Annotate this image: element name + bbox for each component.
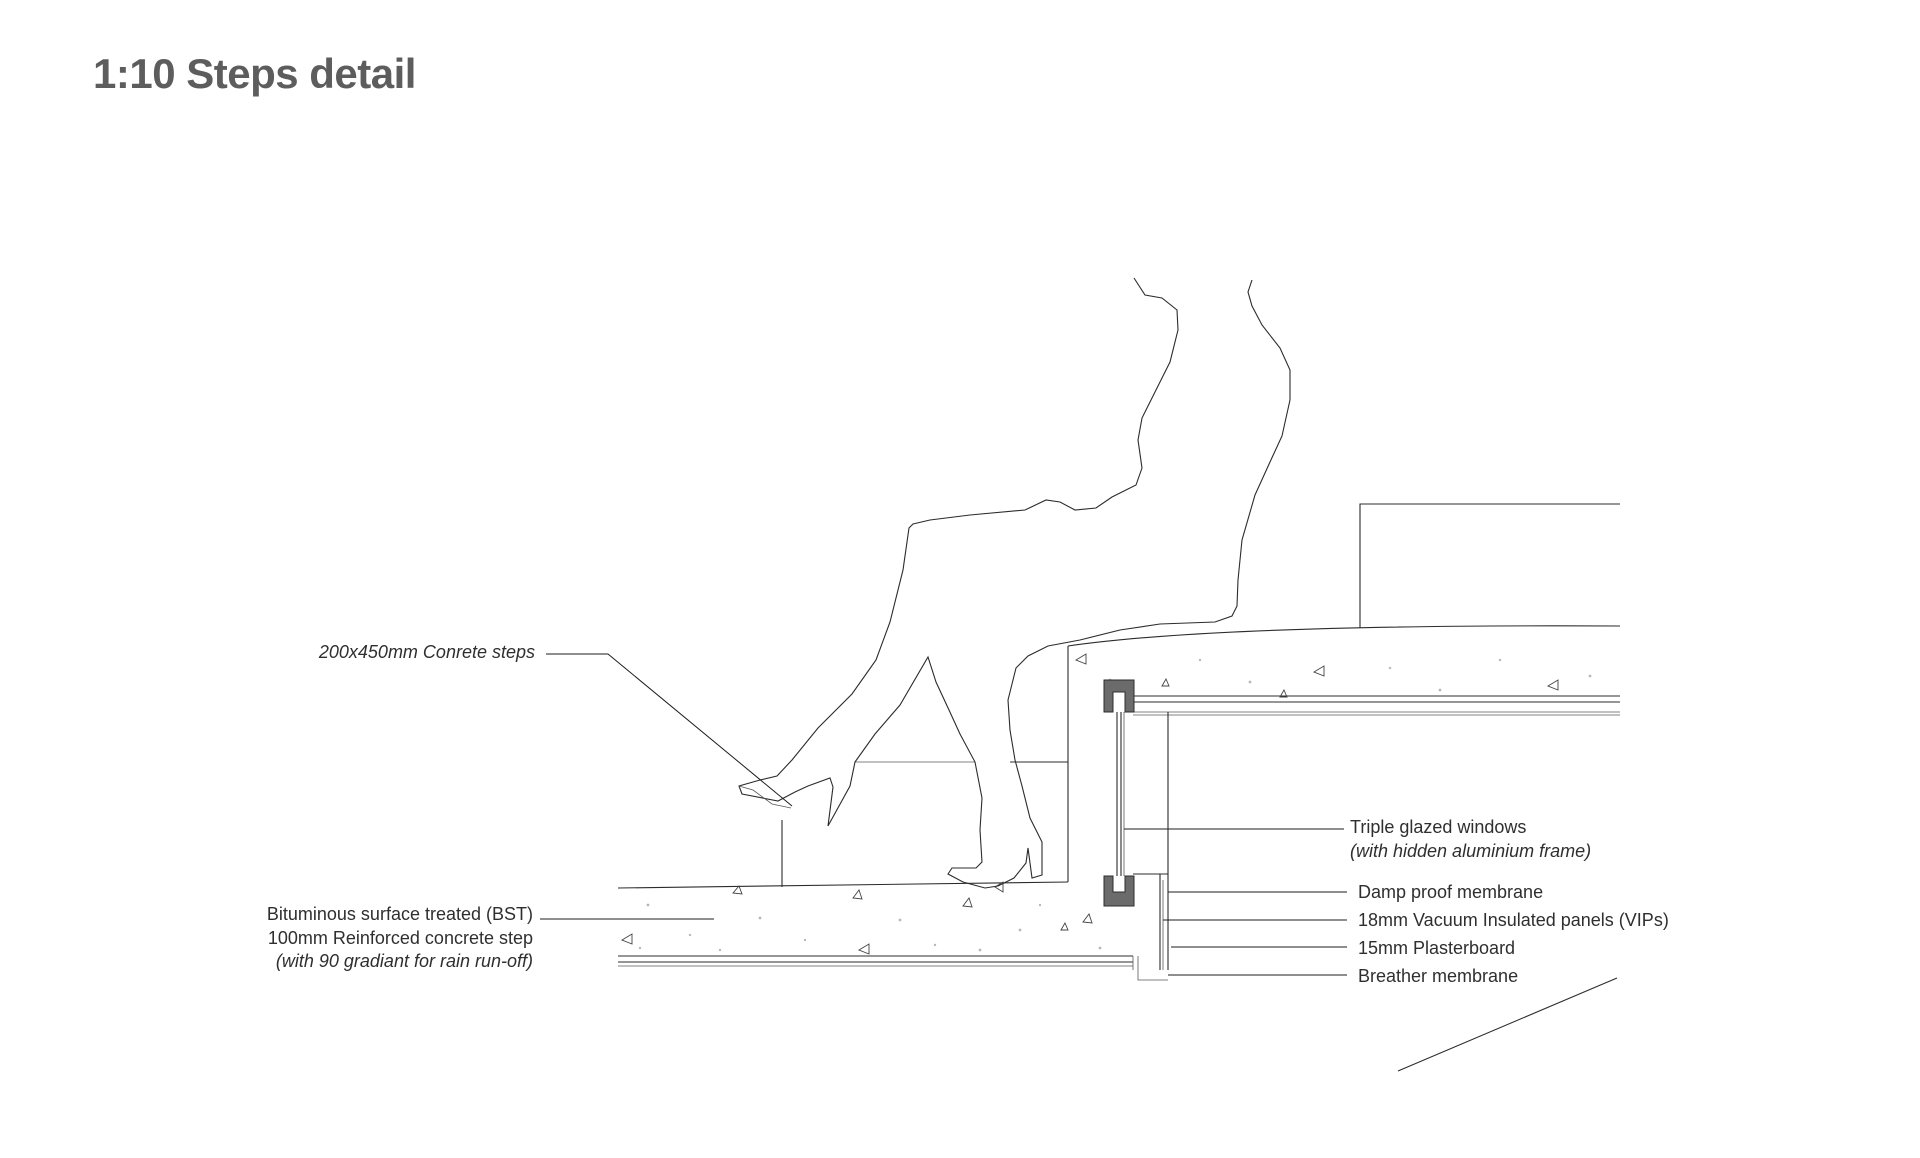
- seated-figure-outline: [738, 277, 1291, 889]
- upper-concrete-slab: [1067, 503, 1621, 716]
- label-bst: Bituminous surface treated (BST): [267, 904, 533, 924]
- window-wall-build-up: [1116, 712, 1169, 981]
- label-plasterboard: 15mm Plasterboard: [1358, 938, 1515, 958]
- label-concrete-steps: 200x450mm Conrete steps: [318, 642, 535, 662]
- figure-shoe-detail: [738, 785, 792, 809]
- annotation-labels: 200x450mm Conrete steps Bituminous surfa…: [267, 642, 1669, 986]
- ground-break-line: [1397, 977, 1618, 1072]
- aluminium-frame-bottom: [1103, 875, 1135, 907]
- concrete-step-block: [781, 761, 1068, 887]
- leader-concrete-steps: [546, 653, 793, 807]
- leader-lines: [540, 653, 1347, 976]
- label-vip-panels: 18mm Vacuum Insulated panels (VIPs): [1358, 910, 1669, 930]
- drawing-title: 1:10 Steps detail: [93, 50, 416, 97]
- lower-concrete-slab: [617, 698, 1134, 970]
- label-hidden-frame: (with hidden aluminium frame): [1350, 841, 1591, 861]
- label-breather: Breather membrane: [1358, 966, 1518, 986]
- aluminium-frame-top: [1103, 679, 1135, 713]
- label-gradient-note: (with 90 gradiant for rain run-off): [276, 951, 533, 971]
- label-reinforced-step: 100mm Reinforced concrete step: [268, 928, 533, 948]
- lower-slab-aggregate: [620, 881, 1102, 955]
- upper-slab-aggregate: [1074, 653, 1592, 698]
- label-damp-proof: Damp proof membrane: [1358, 882, 1543, 902]
- label-triple-glazed: Triple glazed windows: [1350, 817, 1526, 837]
